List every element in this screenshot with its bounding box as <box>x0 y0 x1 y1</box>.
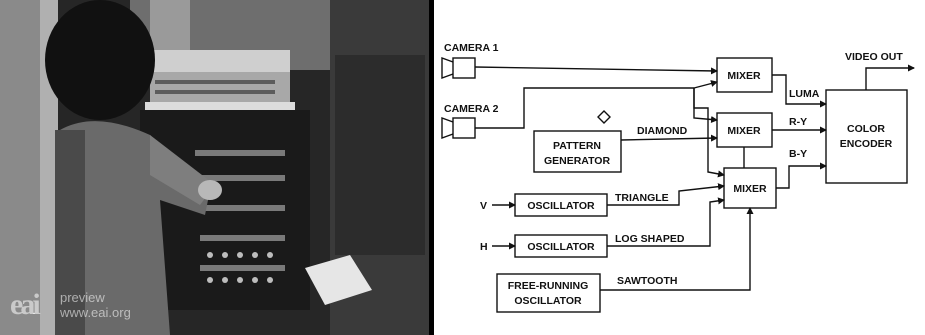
wire-camera1-mixer1 <box>475 67 717 71</box>
label-pattern-2: GENERATOR <box>544 155 611 167</box>
label-oscillator-h: OSCILLATOR <box>527 241 595 253</box>
camera2-icon <box>442 118 475 138</box>
wire-camera2-mixer2 <box>694 88 717 120</box>
wire-b-y <box>776 166 826 188</box>
camera1-icon <box>442 58 475 78</box>
label-mixer-3: MIXER <box>733 183 767 195</box>
diamond-icon <box>598 111 610 123</box>
label-log-shaped: LOG SHAPED <box>615 233 685 245</box>
label-v-input: V <box>480 200 487 212</box>
wire-video-out <box>866 68 914 90</box>
label-free-running-2: OSCILLATOR <box>514 295 582 307</box>
color-encoder-box <box>826 90 907 183</box>
label-encoder-1: COLOR <box>847 123 885 135</box>
diagram-svg: CAMERA 1 CAMERA 2 PATTERN GENERATOR DIAM… <box>434 0 925 335</box>
label-camera2: CAMERA 2 <box>444 103 499 115</box>
label-oscillator-v: OSCILLATOR <box>527 200 595 212</box>
label-r-y: R-Y <box>789 116 807 128</box>
label-mixer-2: MIXER <box>727 125 761 137</box>
label-camera1: CAMERA 1 <box>444 42 499 54</box>
label-h-input: H <box>480 241 488 253</box>
watermark: eai preview www.eai.org <box>10 288 210 328</box>
wire-camera2-mixer1 <box>694 82 717 88</box>
label-free-running-1: FREE-RUNNING <box>508 280 589 292</box>
label-sawtooth: SAWTOOTH <box>617 275 677 287</box>
photo-illustration <box>0 0 429 335</box>
archival-photo: eai preview www.eai.org <box>0 0 429 335</box>
watermark-text-url: www.eai.org <box>60 306 131 320</box>
watermark-text-preview: preview <box>60 291 105 305</box>
label-diamond: DIAMOND <box>637 125 688 137</box>
label-mixer-1: MIXER <box>727 70 761 82</box>
label-triangle: TRIANGLE <box>615 192 669 204</box>
block-diagram: CAMERA 1 CAMERA 2 PATTERN GENERATOR DIAM… <box>434 0 925 335</box>
watermark-logo: eai <box>10 288 38 322</box>
label-encoder-2: ENCODER <box>840 138 893 150</box>
wire-pattern-mixer2 <box>621 138 717 140</box>
label-pattern-1: PATTERN <box>553 140 601 152</box>
label-b-y: B-Y <box>789 148 807 160</box>
label-luma: LUMA <box>789 88 820 100</box>
label-video-out: VIDEO OUT <box>845 51 903 63</box>
wire-camera2 <box>475 88 694 128</box>
wire-camera2-mixer3 <box>694 88 724 175</box>
